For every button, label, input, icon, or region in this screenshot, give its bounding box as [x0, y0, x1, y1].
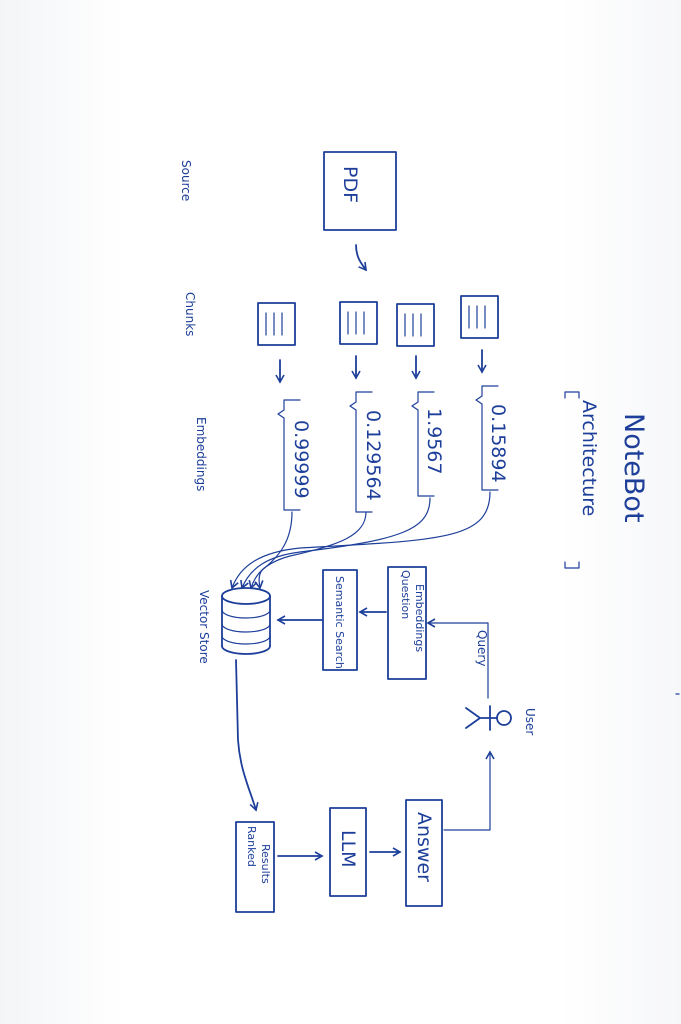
vector-store-icon [221, 587, 271, 655]
embedding-to-store-curve [240, 497, 431, 590]
title-group: NoteBot [618, 413, 649, 523]
embeddings-label: Embeddings [194, 417, 208, 491]
pdf-label: PDF [339, 166, 361, 203]
user-label: User [523, 708, 537, 735]
vector-store-label-group: Vector Store [197, 590, 211, 664]
query-label-group: Query [475, 630, 489, 666]
semantic-search-label: Semantic Search [333, 576, 346, 669]
chunk-doc [339, 301, 378, 345]
embedding-value: 0.129564 [362, 410, 384, 501]
answer-text-group: Answer [413, 812, 435, 882]
embedding-value-group: 0.15894 [475, 385, 509, 491]
pdf-box [323, 151, 397, 231]
embedding-value-group: 0.99999 [277, 399, 312, 511]
pdf-to-chunks-arrow [355, 244, 367, 272]
embedding-to-store-curve [229, 491, 491, 590]
source-label-group: Source [179, 160, 193, 201]
subtitle-bracket [564, 391, 580, 569]
query-label: Query [475, 630, 489, 666]
pdf-text-group: PDF [339, 166, 361, 203]
ranked-results-box [235, 821, 275, 913]
question-embeddings-text-group: Question Embeddings [399, 570, 426, 652]
store-to-ranked-arrow [235, 659, 259, 812]
answer-box [405, 799, 443, 907]
query-to-question-arrow [426, 618, 489, 629]
user-label-group: User [523, 708, 537, 735]
user-icon [465, 705, 512, 731]
embedding-value-group: 0.129564 [349, 391, 384, 513]
ranked-results-line2: Results [259, 844, 272, 884]
embedding-to-store-curve [254, 511, 293, 590]
llm-text-group: LLM [337, 830, 359, 868]
embedding-to-store-curve [248, 511, 367, 590]
semantic-search-text-group: Semantic Search [333, 576, 346, 669]
question-embeddings-box [387, 566, 427, 680]
chunk-doc [257, 302, 296, 346]
question-embeddings-line2: Embeddings [413, 584, 426, 652]
llm-label: LLM [337, 830, 359, 868]
chunk-doc [460, 295, 499, 339]
diagram-title: NoteBot [618, 413, 649, 523]
source-label: Source [179, 160, 193, 201]
answer-label: Answer [413, 812, 435, 882]
ranked-results-line1: Ranked [245, 826, 258, 867]
embedding-value: 0.99999 [290, 420, 312, 499]
semantic-search-box [322, 569, 358, 671]
embedding-value: 1.9567 [423, 408, 445, 474]
answer-to-user-arrow [443, 750, 495, 831]
question-embeddings-line1: Question [399, 570, 412, 619]
embedding-value-group: 1.9567 [411, 391, 445, 497]
chunk-doc [396, 303, 435, 347]
chunks-label: Chunks [183, 292, 197, 336]
ranked-results-text-group: Ranked Results [245, 826, 272, 884]
embeddings-label-group: Embeddings [194, 417, 208, 491]
chunks-label-group: Chunks [183, 292, 197, 336]
llm-box [329, 807, 367, 897]
diagram-subtitle: Architecture [578, 400, 600, 516]
embedding-value: 0.15894 [487, 404, 509, 483]
vector-store-label: Vector Store [197, 590, 211, 664]
subtitle-group: Architecture [564, 391, 600, 569]
